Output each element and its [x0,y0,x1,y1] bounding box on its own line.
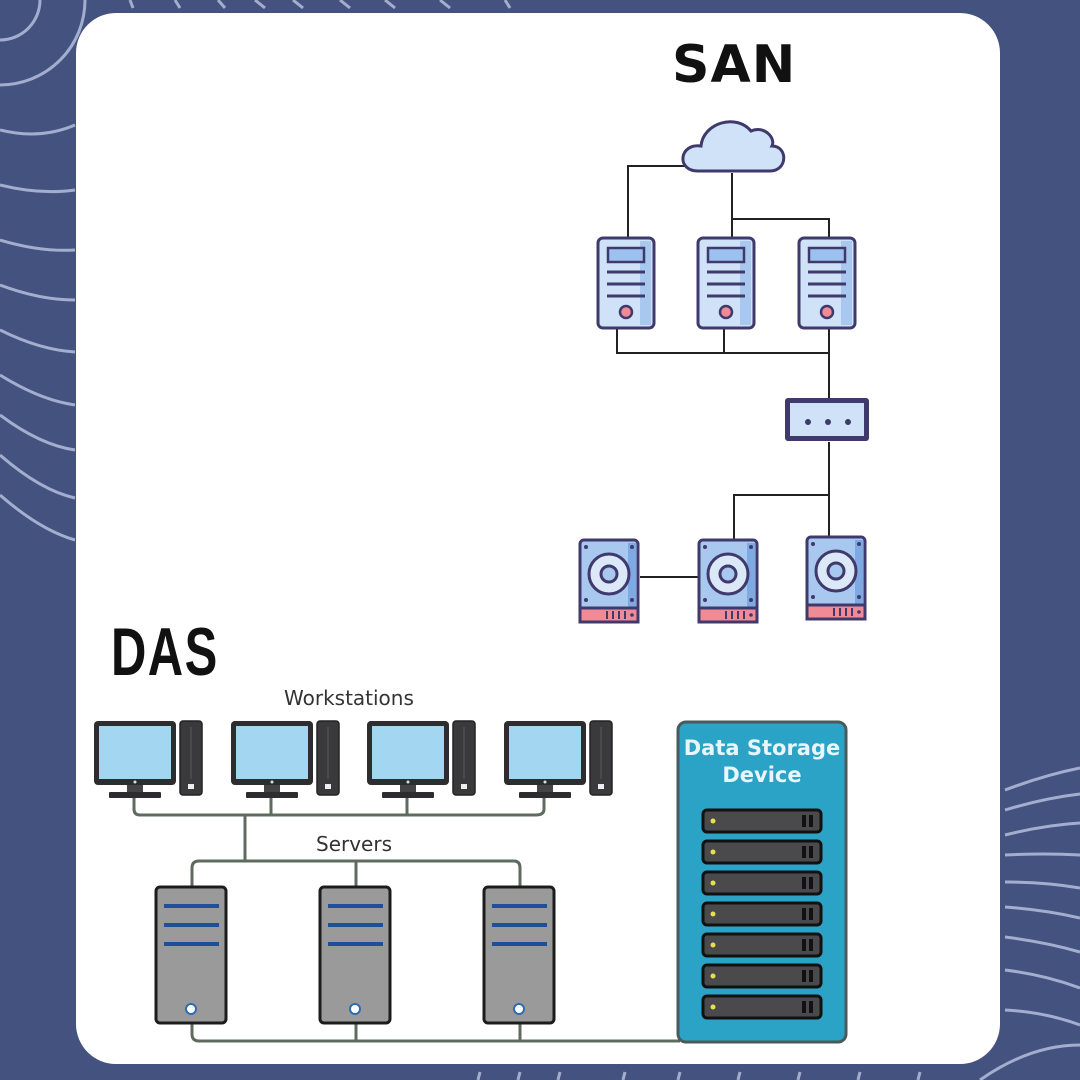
san-server-icon [797,236,857,330]
workstation-icon [503,720,613,799]
san-links [616,165,830,578]
data-storage-device-label: Data Storage Device [680,735,844,789]
san-title: SAN [672,35,797,95]
workstations-label: Workstations [284,686,414,710]
das-server-icon [482,885,556,1025]
data-storage-label-line2: Device [722,763,802,787]
workstation-icon [230,720,340,799]
network-diagram [93,120,869,1044]
san-section [578,120,869,624]
san-server-icon [596,236,656,330]
das-cables [132,798,680,1043]
data-storage-device-icon [676,720,848,1044]
switch-icon [785,398,869,441]
cloud-icon [681,120,786,173]
hard-drive-icon [578,538,640,624]
das-title: DAS [111,614,219,690]
data-storage-label-line1: Data Storage [683,736,841,760]
das-server-icon [154,885,228,1025]
servers-label: Servers [316,832,393,856]
hard-drive-icon [805,535,867,621]
workstation-icon [366,720,476,799]
hard-drive-icon [697,538,759,624]
diagram-card: SAN DAS Workstations Servers Data Storag… [76,13,1000,1064]
workstation-icon [93,720,203,799]
das-server-icon [318,885,392,1025]
san-server-icon [696,236,756,330]
das-section [93,720,848,1044]
